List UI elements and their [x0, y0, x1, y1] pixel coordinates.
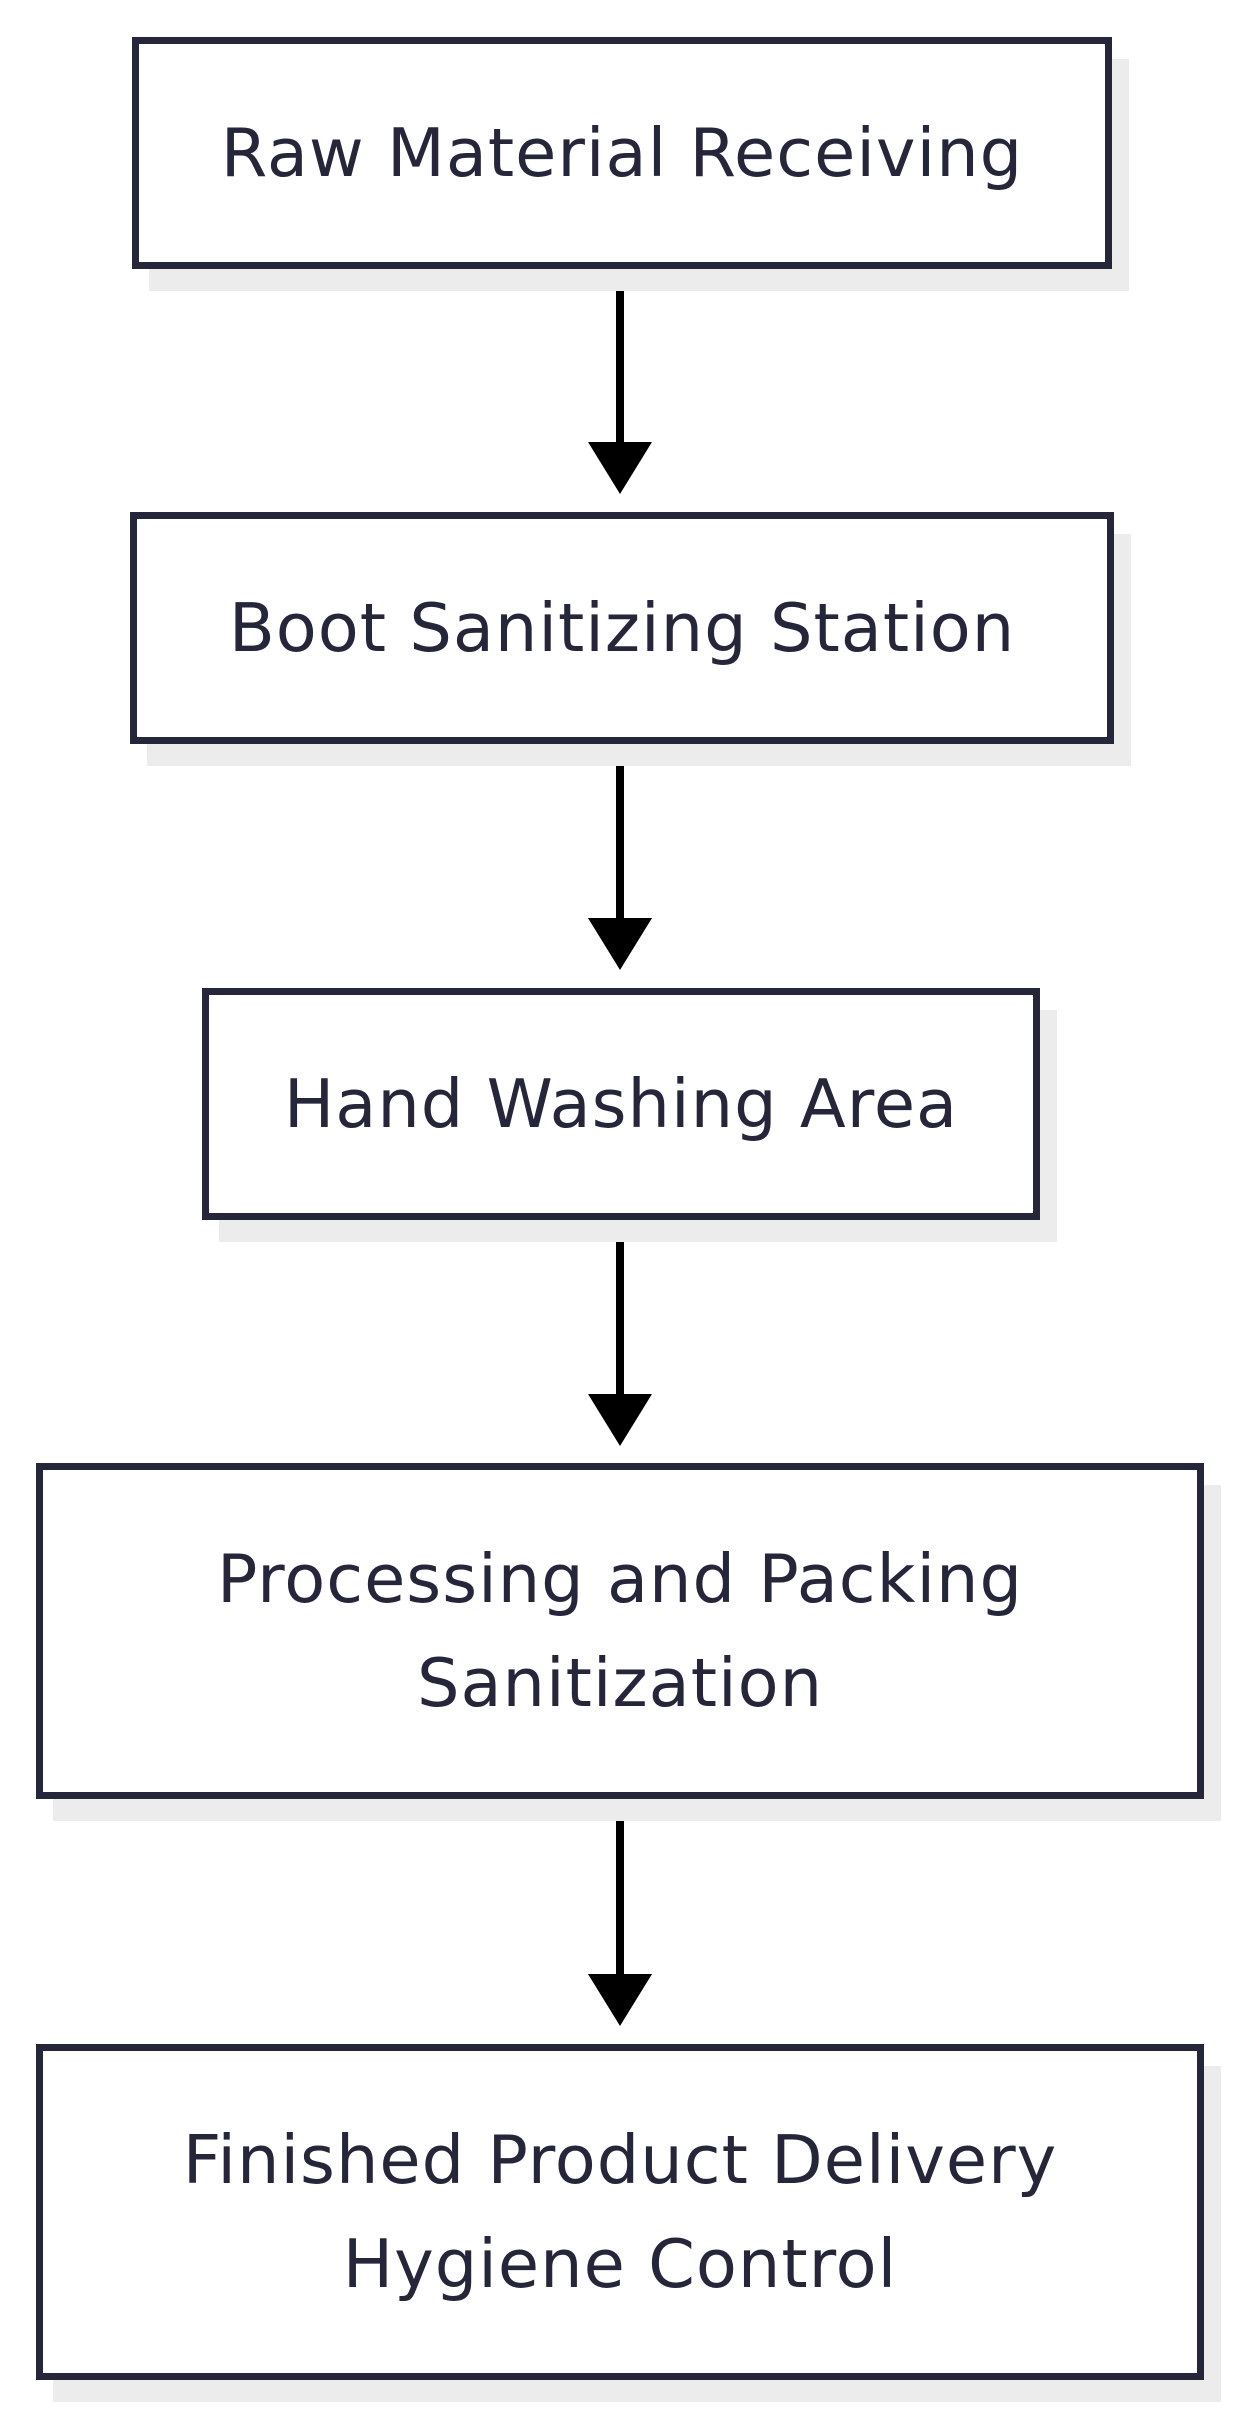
flow-arrow-3	[588, 1220, 652, 1446]
node-processing-packing-sanitization: Processing and Packing Sanitization	[36, 1463, 1204, 1799]
flow-arrow-1	[588, 269, 652, 494]
flow-arrow-2	[588, 744, 652, 970]
arrowhead-icon	[588, 918, 652, 970]
node-finished-product-delivery: Finished Product Delivery Hygiene Contro…	[36, 2044, 1204, 2380]
node-label: Hand Washing Area	[283, 1065, 959, 1143]
flow-arrow-4	[588, 1799, 652, 2026]
node-label: Raw Material Receiving	[220, 114, 1024, 192]
node-hand-washing-area: Hand Washing Area	[202, 988, 1040, 1220]
arrowhead-icon	[588, 1974, 652, 2026]
arrowhead-icon	[588, 1394, 652, 1446]
node-label: Boot Sanitizing Station	[228, 589, 1016, 667]
node-label-line-2: Sanitization	[416, 1644, 824, 1722]
node-label-line-2: Hygiene Control	[342, 2225, 898, 2303]
node-raw-material-receiving: Raw Material Receiving	[132, 37, 1112, 269]
node-label-line-1: Finished Product Delivery	[182, 2121, 1058, 2199]
node-boot-sanitizing-station: Boot Sanitizing Station	[130, 512, 1114, 744]
node-label-line-1: Processing and Packing	[216, 1540, 1024, 1618]
arrowhead-icon	[588, 442, 652, 494]
